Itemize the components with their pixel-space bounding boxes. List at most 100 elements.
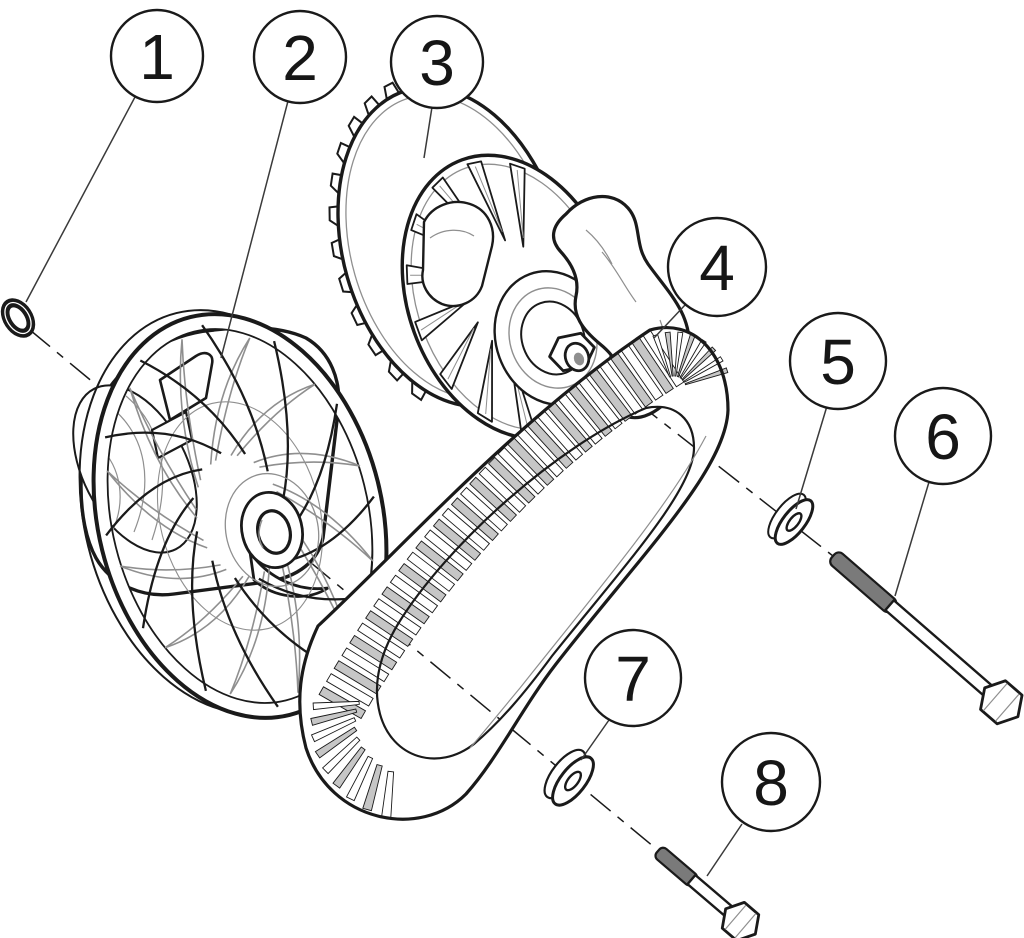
belt-tooth xyxy=(398,562,447,603)
bolt6-shaft xyxy=(883,598,996,699)
callout-balloon-2: 2 xyxy=(252,9,348,105)
center-axes xyxy=(29,329,834,848)
belt-tooth xyxy=(681,346,717,381)
hub-bore-shadow xyxy=(573,352,585,366)
callout-number: 7 xyxy=(615,643,651,715)
belt-tooth xyxy=(406,551,456,592)
belt-tooth xyxy=(487,456,536,504)
belt-teeth xyxy=(310,329,729,819)
callout-balloon-8: 8 xyxy=(720,731,822,833)
callout-number: 2 xyxy=(282,22,318,94)
belt-tooth xyxy=(478,466,527,513)
washer7-hole xyxy=(563,770,583,792)
belt-tooth xyxy=(674,331,684,377)
sheave-bore-shade xyxy=(258,519,264,549)
belt-tooth xyxy=(349,634,398,671)
plate-tooth xyxy=(347,115,365,140)
callout-number: 4 xyxy=(699,232,735,304)
callout-number: 1 xyxy=(139,21,175,93)
callout-number: 8 xyxy=(753,747,789,819)
belt-tooth xyxy=(664,331,674,377)
leader-2 xyxy=(220,100,289,359)
belt-tooth xyxy=(314,726,358,759)
callout-balloon-3: 3 xyxy=(389,14,485,110)
sheave-spoke-edge xyxy=(201,324,269,472)
plate-tooth xyxy=(383,81,401,102)
belt-edge-line xyxy=(469,435,707,749)
disc-fin xyxy=(414,298,471,342)
belt-tooth xyxy=(684,367,729,386)
belt-tooth xyxy=(469,476,518,523)
belt-tooth xyxy=(365,610,414,648)
sheave-spokes xyxy=(104,324,376,708)
belt-tooth xyxy=(415,540,464,582)
bolt8-head-facets xyxy=(724,904,757,938)
washer-5 xyxy=(767,492,815,546)
disc-fin-ridge xyxy=(474,166,503,232)
leader-7 xyxy=(580,719,610,761)
sheave-spoke-edge xyxy=(211,560,279,708)
callout-number: 6 xyxy=(925,401,961,473)
callout-number: 5 xyxy=(820,326,856,398)
bolt6-hex-head xyxy=(979,679,1024,726)
belt-tooth xyxy=(345,755,374,802)
belt-tooth xyxy=(341,647,390,683)
drive-belt xyxy=(298,326,730,821)
belt-tooth xyxy=(389,574,439,614)
leader-4 xyxy=(653,303,687,339)
callout-balloon-1: 1 xyxy=(109,8,205,104)
belt-tooth xyxy=(310,717,357,743)
o-ring-highlight xyxy=(4,301,32,335)
washer5-hole xyxy=(785,512,803,532)
belt-tooth xyxy=(325,673,374,707)
sheave-hub-plate xyxy=(224,472,320,588)
sheave-web-line xyxy=(156,401,324,631)
sheave-spoke-edge xyxy=(272,340,290,501)
callout-balloon-4: 4 xyxy=(666,216,768,318)
disc-fin xyxy=(509,162,526,248)
disc-fin xyxy=(476,339,493,423)
bolt8-hex-head xyxy=(720,900,761,938)
disc-fin-ridge xyxy=(516,169,524,239)
o-ring xyxy=(0,298,36,338)
bolt-6 xyxy=(829,551,1024,726)
belt-tooth xyxy=(679,338,707,379)
belt-tooth xyxy=(441,507,491,551)
leader-3 xyxy=(423,106,433,159)
washer-7 xyxy=(543,748,595,807)
sheave-rim-outer xyxy=(91,312,389,720)
o-ring-hole xyxy=(9,307,27,329)
plate-tooth xyxy=(367,332,385,357)
disc-fin-ridge xyxy=(485,348,492,415)
belt-tooth xyxy=(312,700,360,711)
leader-1 xyxy=(25,96,136,303)
bolt6-thread xyxy=(829,551,898,614)
belt-inner-edge xyxy=(375,405,696,760)
belt-tooth xyxy=(381,586,430,625)
callout-balloon-5: 5 xyxy=(788,311,888,411)
plate-tooth xyxy=(363,95,382,118)
belt-tooth xyxy=(362,764,383,812)
disc-fin xyxy=(466,160,506,242)
plate-boss-line xyxy=(429,229,475,239)
belt-outer-edge xyxy=(298,326,730,821)
belt-tooth xyxy=(332,746,366,789)
leader-5 xyxy=(795,405,828,510)
belt-tooth xyxy=(310,708,358,726)
belt-tooth xyxy=(321,736,361,775)
bolt6-head-facets xyxy=(983,683,1020,722)
belt-tooth xyxy=(373,598,422,636)
callout-balloon-6: 6 xyxy=(893,386,993,486)
plate-boss xyxy=(421,200,495,308)
sheave-spoke-edge xyxy=(105,468,203,537)
axis-primary-shaft xyxy=(29,329,655,848)
belt-tooth xyxy=(683,356,724,383)
spoked-sheave xyxy=(78,309,389,720)
belt-tooth xyxy=(424,529,473,572)
callout-balloon-7: 7 xyxy=(583,628,683,728)
bolt-8 xyxy=(654,846,761,938)
sheave-spoke-edge xyxy=(141,497,195,629)
sheave-spoke-edge xyxy=(104,431,222,455)
